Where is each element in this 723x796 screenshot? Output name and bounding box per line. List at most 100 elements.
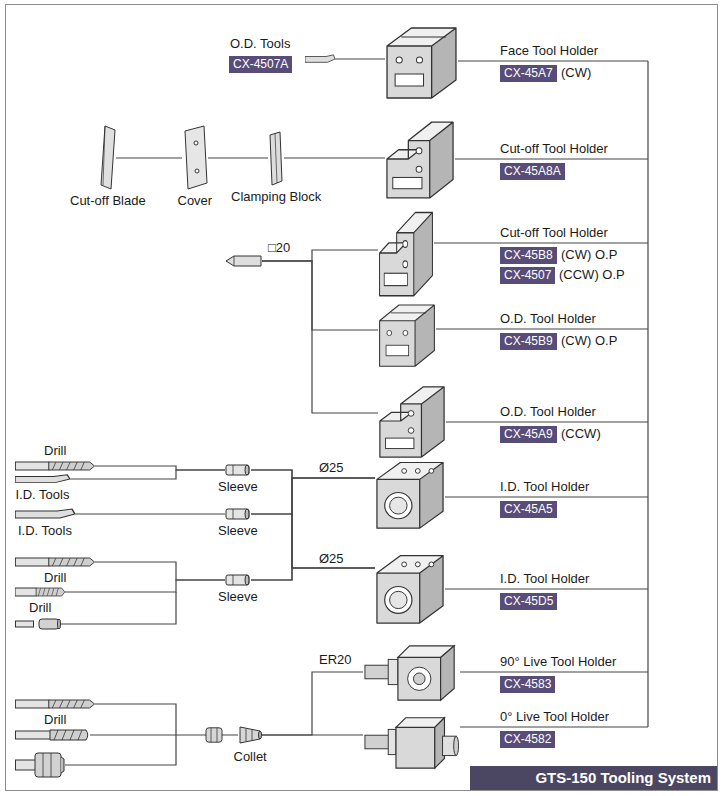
drill-drawing xyxy=(15,462,94,470)
part-label: 0° Live Tool Holder xyxy=(500,709,609,724)
connector-line xyxy=(65,580,225,592)
part-label: Drill xyxy=(29,600,51,615)
outer-frame xyxy=(6,5,718,791)
connector-line xyxy=(116,157,182,158)
part-code-badge: CX-45A5 xyxy=(500,501,557,518)
connector-line xyxy=(251,470,375,568)
holder-leader xyxy=(455,158,648,159)
part-node: Drill xyxy=(15,699,95,709)
od-holder-drawing xyxy=(380,305,435,366)
part-label: (CW) O.P xyxy=(561,247,617,262)
part-node: Cut-off Tool HolderCX-45B8(CW) O.PCX-450… xyxy=(378,208,434,298)
connector-line xyxy=(70,470,225,479)
shank-tool-drawing xyxy=(226,256,261,266)
connector-line xyxy=(262,734,363,735)
holder-leader xyxy=(436,328,648,329)
part-node: Face Tool HolderCX-45A7(CW) xyxy=(385,20,458,100)
part-code-badge: CX-45B8 xyxy=(500,247,557,264)
part-node: Cut-off Tool HolderCX-45A8A xyxy=(385,118,455,200)
part-node: Collet xyxy=(238,724,262,746)
part-label: Sleeve xyxy=(218,523,258,538)
connector-line xyxy=(208,157,268,158)
connector-line xyxy=(251,568,375,580)
dimension-label: Ø25 xyxy=(318,460,345,475)
connector-line xyxy=(251,478,375,514)
part-code-badge: CX-45D5 xyxy=(500,593,557,610)
tool-illustrations xyxy=(15,28,459,777)
part-label: Sleeve xyxy=(218,589,258,604)
connector-line xyxy=(335,58,385,59)
part-node: O.D. Tool HolderCX-45B9(CW) O.P xyxy=(378,298,436,368)
part-node: Drill xyxy=(15,587,65,597)
part-label: O.D. Tools xyxy=(230,36,290,51)
holder-leader xyxy=(445,588,648,589)
connector-line xyxy=(262,261,378,413)
part-node: O.D. ToolsCX-4507A xyxy=(305,54,335,64)
part-label: Collet xyxy=(234,749,267,764)
part-label: O.D. Tool Holder xyxy=(500,311,596,326)
turret-spine xyxy=(647,61,648,727)
part-label: Drill xyxy=(44,570,66,585)
part-node: I.D. Tool HolderCX-45D5 xyxy=(375,548,445,625)
drill-drawing xyxy=(15,558,94,566)
od-tool-drawing xyxy=(305,55,335,63)
part-node: Clamping Block xyxy=(268,130,284,186)
clamp-drawing xyxy=(270,132,282,185)
part-label: (CCW) O.P xyxy=(559,267,625,282)
part-node: □20 xyxy=(225,254,262,268)
title-band: GTS-150 Tooling System xyxy=(470,766,717,790)
diagram-title: GTS-150 Tooling System xyxy=(535,769,711,786)
id-holder-drawing xyxy=(377,463,443,529)
connector-line xyxy=(251,514,375,568)
od-holder-drawing xyxy=(380,387,444,457)
part-code-badge: CX-45A7 xyxy=(500,65,557,82)
connector-line xyxy=(262,672,363,735)
cover-drawing xyxy=(185,126,207,189)
holder-leader xyxy=(458,60,648,61)
part-node: 0° Live Tool HolderCX-4582 xyxy=(363,710,460,774)
part-label: Cut-off Blade xyxy=(70,193,146,208)
face-holder-drawing xyxy=(387,28,456,98)
drill-drawing xyxy=(15,588,64,596)
dimension-label: Ø25 xyxy=(318,551,345,566)
sleeve-drawing xyxy=(226,465,249,475)
part-node: 90° Live Tool HolderCX-4583 xyxy=(363,640,460,704)
connector-line xyxy=(284,157,385,158)
blade-drawing xyxy=(101,126,115,189)
part-code-badge: CX-45A8A xyxy=(500,163,565,180)
part-label: □20 xyxy=(268,240,290,255)
tool-leader xyxy=(61,592,176,624)
part-node: Sleeve xyxy=(225,574,251,586)
cutoff-holder-drawing xyxy=(380,213,433,296)
facemill-drawing xyxy=(16,753,65,777)
part-code-badge: CX-4582 xyxy=(500,731,555,748)
part-label: Sleeve xyxy=(218,479,258,494)
part-code-badge: CX-4507A xyxy=(229,56,292,73)
part-label: Cover xyxy=(178,193,213,208)
part-node: Cover xyxy=(182,125,208,190)
id-tool-drawing xyxy=(15,509,75,518)
drill-drawing xyxy=(15,700,94,708)
part-code-badge: CX-4583 xyxy=(500,676,555,693)
endmill-drawing xyxy=(16,730,88,740)
part-node: Cut-off Blade xyxy=(100,125,116,190)
connector-line xyxy=(262,261,378,330)
nut-drawing xyxy=(206,728,222,742)
part-label: (CCW) xyxy=(561,426,601,441)
part-label: I.D. Tools xyxy=(16,487,70,502)
part-label: O.D. Tool Holder xyxy=(500,404,596,419)
part-node: Drill xyxy=(15,461,95,471)
holder-leader xyxy=(445,496,648,497)
part-code-badge: CX-45A9 xyxy=(500,426,557,443)
part-node: Sleeve xyxy=(225,508,251,520)
id-holder-drawing xyxy=(377,556,443,623)
part-node: I.D. Tools xyxy=(15,508,75,520)
live-holder-drawing xyxy=(365,718,459,768)
part-label: Cut-off Tool Holder xyxy=(500,225,608,240)
tool-leader xyxy=(90,734,176,735)
id-tool-drawing xyxy=(15,475,70,483)
connector-line xyxy=(95,562,225,580)
holder-leader xyxy=(460,726,648,727)
